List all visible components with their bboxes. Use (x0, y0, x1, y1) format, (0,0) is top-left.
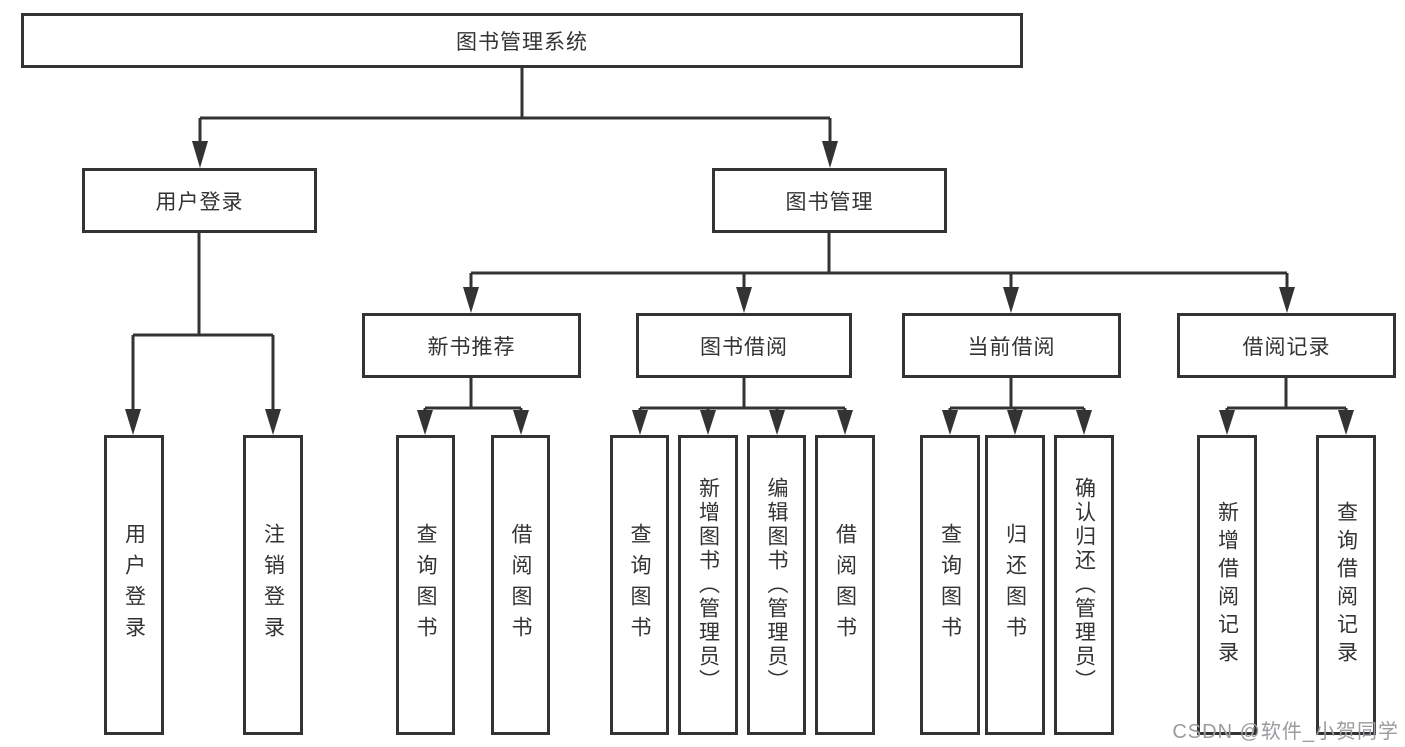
leaf-user-login-label: 用户登录 (122, 523, 146, 647)
node-new-book-recommend: 新书推荐 (362, 313, 581, 378)
node-book-borrow: 图书借阅 (636, 313, 852, 378)
leaf-current-return-books: 归还图书 (985, 435, 1045, 735)
leaf-logout-label: 注销登录 (261, 523, 285, 647)
leaf-borrow-query-books: 查询图书 (610, 435, 669, 735)
leaf-borrow-borrow-books: 借阅图书 (815, 435, 875, 735)
leaf-current-query-books-label: 查询图书 (938, 523, 962, 647)
node-borrow-record: 借阅记录 (1177, 313, 1396, 378)
leaf-logout: 注销登录 (243, 435, 303, 735)
leaf-current-return-books-label: 归还图书 (1003, 523, 1027, 647)
node-user-login-branch: 用户登录 (82, 168, 317, 233)
leaf-newbook-query-books-label: 查询图书 (414, 523, 437, 647)
leaf-borrow-add-books-admin: 新增图书（管理员） (678, 435, 738, 735)
node-current-borrow-label: 当前借阅 (967, 335, 1056, 359)
csdn-watermark: CSDN @软件_小贺同学 (1172, 721, 1399, 743)
node-book-manage-branch-label: 图书管理 (785, 190, 874, 214)
leaf-current-confirm-return-admin: 确认归还（管理员） (1054, 435, 1114, 735)
leaf-record-add-borrow-record-label: 新增借阅记录 (1215, 501, 1239, 669)
node-book-manage-branch: 图书管理 (712, 168, 947, 233)
leaf-borrow-edit-books-admin-label: 编辑图书（管理员） (765, 477, 788, 693)
leaf-user-login: 用户登录 (104, 435, 164, 735)
leaf-current-confirm-return-admin-label: 确认归还（管理员） (1072, 477, 1096, 693)
leaf-borrow-query-books-label: 查询图书 (628, 523, 651, 647)
leaf-borrow-borrow-books-label: 借阅图书 (833, 523, 857, 647)
node-root: 图书管理系统 (21, 13, 1023, 68)
leaf-newbook-borrow-books: 借阅图书 (491, 435, 550, 735)
leaf-record-query-borrow-record: 查询借阅记录 (1316, 435, 1376, 735)
leaf-borrow-add-books-admin-label: 新增图书（管理员） (696, 477, 720, 693)
leaf-record-add-borrow-record: 新增借阅记录 (1197, 435, 1257, 735)
node-user-login-branch-label: 用户登录 (155, 190, 244, 214)
node-new-book-recommend-label: 新书推荐 (427, 335, 516, 359)
leaf-newbook-query-books: 查询图书 (396, 435, 455, 735)
node-root-label: 图书管理系统 (456, 30, 588, 54)
node-borrow-record-label: 借阅记录 (1242, 335, 1331, 359)
leaf-current-query-books: 查询图书 (920, 435, 980, 735)
node-book-borrow-label: 图书借阅 (700, 335, 788, 359)
leaf-newbook-borrow-books-label: 借阅图书 (509, 523, 532, 647)
leaf-borrow-edit-books-admin: 编辑图书（管理员） (747, 435, 806, 735)
node-current-borrow: 当前借阅 (902, 313, 1121, 378)
leaf-record-query-borrow-record-label: 查询借阅记录 (1334, 501, 1358, 669)
